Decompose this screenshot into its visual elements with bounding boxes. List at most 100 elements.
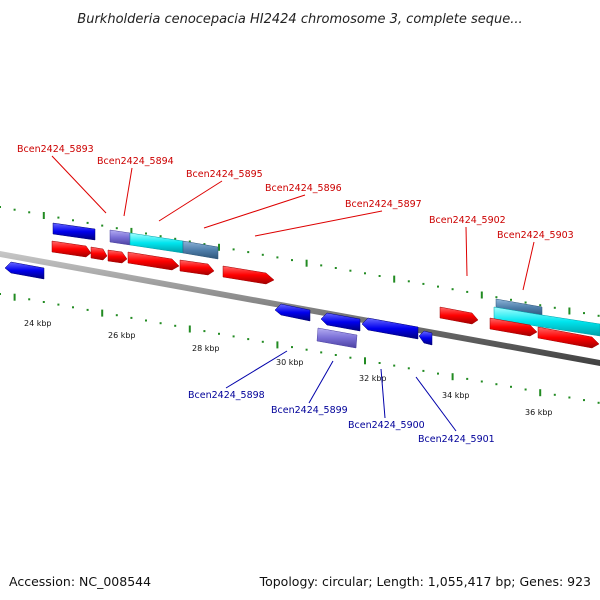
gene-feature[interactable] xyxy=(418,330,433,346)
gene-feature[interactable] xyxy=(127,251,180,271)
minor-tick-mark xyxy=(261,253,264,256)
tick-label: 30 kbp xyxy=(276,358,304,367)
minor-tick-mark xyxy=(480,380,483,383)
major-tick-mark xyxy=(130,227,133,235)
minor-tick-mark xyxy=(232,335,235,338)
major-tick-mark xyxy=(188,325,191,333)
major-tick-mark xyxy=(451,373,454,381)
minor-tick-mark xyxy=(597,401,600,404)
minor-tick-mark xyxy=(437,285,439,288)
gene-feature[interactable] xyxy=(107,249,128,264)
minor-tick-mark xyxy=(115,314,118,317)
minor-tick-mark xyxy=(568,396,571,399)
minor-tick-mark xyxy=(86,308,89,311)
minor-tick-mark xyxy=(466,377,469,380)
tick-label: 24 kbp xyxy=(24,319,52,328)
tick-label: 36 kbp xyxy=(525,408,553,417)
accession-text: Accession: NC_008544 xyxy=(9,574,151,589)
gene-label-bcen2424-5901[interactable]: Bcen2424_5901 xyxy=(418,434,495,445)
major-tick-mark xyxy=(218,243,220,251)
gene-feature[interactable] xyxy=(361,317,419,340)
minor-tick-mark xyxy=(364,272,366,275)
gene-label-bcen2424-5897[interactable]: Bcen2424_5897 xyxy=(345,199,422,210)
minor-tick-mark xyxy=(0,206,1,208)
gene-label-bcen2424-5899[interactable]: Bcen2424_5899 xyxy=(271,405,348,416)
gene-label-bcen2424-5893[interactable]: Bcen2424_5893 xyxy=(17,144,94,155)
gene-feature[interactable] xyxy=(274,303,311,322)
minor-tick-mark xyxy=(495,383,498,386)
minor-tick-mark xyxy=(495,296,498,299)
minor-tick-mark xyxy=(174,237,177,240)
gene-feature[interactable] xyxy=(109,229,131,246)
minor-tick-mark xyxy=(145,319,147,322)
minor-tick-mark xyxy=(13,208,16,211)
minor-tick-mark xyxy=(553,393,556,396)
minor-tick-mark xyxy=(72,306,74,309)
gene-feature[interactable] xyxy=(179,259,215,276)
upper-tick-ruler xyxy=(0,206,600,317)
minor-tick-mark xyxy=(247,251,250,254)
gene-label-bcen2424-5903[interactable]: Bcen2424_5903 xyxy=(497,230,574,241)
gene-feature[interactable] xyxy=(537,326,600,349)
minor-tick-mark xyxy=(334,354,337,356)
minor-tick-mark xyxy=(174,324,177,327)
sequence-summary-text: Topology: circular; Length: 1,055,417 bp… xyxy=(259,574,591,589)
minor-tick-mark xyxy=(539,304,542,307)
gene-feature[interactable] xyxy=(182,240,219,260)
map-title: Burkholderia cenocepacia HI2424 chromoso… xyxy=(77,12,522,27)
gene-feature[interactable] xyxy=(439,306,479,325)
minor-tick-mark xyxy=(203,243,206,246)
gene-feature[interactable] xyxy=(316,327,358,349)
gene-feature[interactable] xyxy=(489,317,538,337)
minor-tick-mark xyxy=(42,301,45,303)
major-tick-mark xyxy=(305,259,308,267)
reverse-gene-callout-lines xyxy=(225,350,457,432)
minor-tick-mark xyxy=(145,232,147,235)
major-tick-mark xyxy=(364,357,366,365)
major-tick-mark xyxy=(480,291,483,299)
tick-label: 32 kbp xyxy=(359,374,387,383)
minor-tick-mark xyxy=(305,348,308,351)
major-tick-mark xyxy=(42,212,45,219)
minor-tick-mark xyxy=(320,264,323,267)
gene-label-bcen2424-5895[interactable]: Bcen2424_5895 xyxy=(186,169,263,180)
gene-feature[interactable] xyxy=(320,312,361,332)
reverse-gene-labels: Bcen2424_5898 Bcen2424_5899 Bcen2424_590… xyxy=(188,390,495,445)
minor-tick-mark xyxy=(466,290,469,293)
minor-tick-mark xyxy=(218,332,220,335)
gene-label-bcen2424-5900[interactable]: Bcen2424_5900 xyxy=(348,420,425,431)
gene-label-bcen2424-5902[interactable]: Bcen2424_5902 xyxy=(429,215,506,226)
minor-tick-mark xyxy=(510,298,512,301)
gene-feature[interactable] xyxy=(129,232,184,254)
gene-feature[interactable] xyxy=(4,261,45,280)
minor-tick-mark xyxy=(334,267,337,269)
gene-label-bcen2424-5896[interactable]: Bcen2424_5896 xyxy=(265,183,342,194)
minor-tick-mark xyxy=(553,306,556,309)
gene-feature[interactable] xyxy=(52,222,96,241)
reverse-strand-features xyxy=(4,261,433,349)
major-tick-mark xyxy=(568,307,571,315)
minor-tick-mark xyxy=(320,351,323,354)
gene-label-bcen2424-5894[interactable]: Bcen2424_5894 xyxy=(97,156,174,167)
minor-tick-mark xyxy=(232,248,235,251)
minor-tick-mark xyxy=(57,303,60,306)
minor-tick-mark xyxy=(291,259,293,262)
gene-feature[interactable] xyxy=(222,265,275,285)
minor-tick-mark xyxy=(57,216,60,219)
gene-label-bcen2424-5898[interactable]: Bcen2424_5898 xyxy=(188,390,265,401)
minor-tick-mark xyxy=(159,322,162,325)
major-tick-mark xyxy=(276,341,279,349)
minor-tick-mark xyxy=(524,388,527,391)
minor-tick-mark xyxy=(437,372,439,375)
minor-tick-mark xyxy=(583,399,585,402)
minor-tick-mark xyxy=(583,312,585,315)
minor-tick-mark xyxy=(0,293,1,295)
minor-tick-mark xyxy=(101,224,104,227)
gene-feature[interactable] xyxy=(51,240,92,258)
minor-tick-mark xyxy=(407,280,410,283)
minor-tick-mark xyxy=(261,340,264,343)
minor-tick-mark xyxy=(188,240,191,243)
minor-tick-mark xyxy=(72,219,74,222)
gene-feature[interactable] xyxy=(90,246,108,261)
